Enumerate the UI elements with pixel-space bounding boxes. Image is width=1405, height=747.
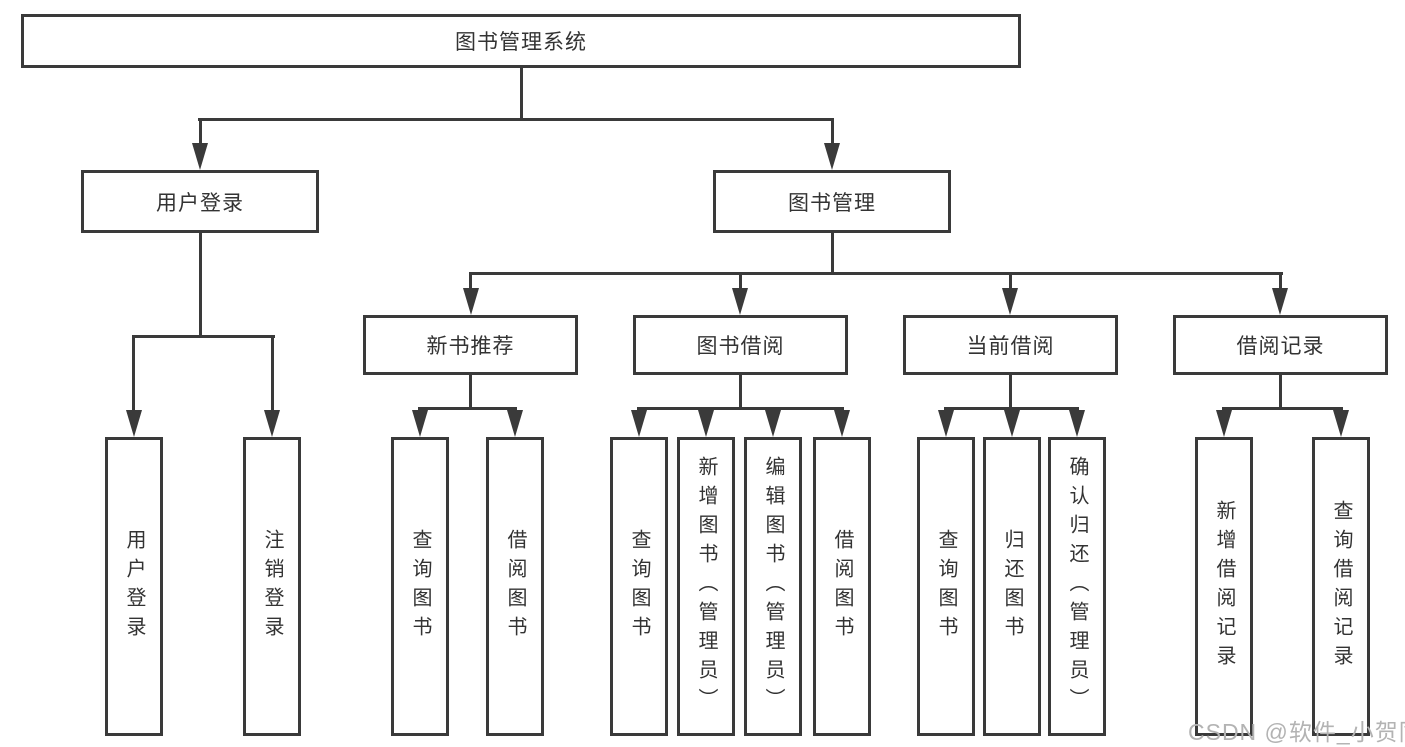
node-label: 用户登录 xyxy=(123,528,145,645)
node-label: 新增借阅记录 xyxy=(1213,499,1235,674)
node-label: 归还图书 xyxy=(1001,528,1023,645)
node-book-management: 图书管理 xyxy=(713,170,951,233)
connector-to-book-management xyxy=(831,121,834,145)
arrowhead-leaf xyxy=(698,410,714,437)
arrowhead-borrow-record xyxy=(1272,288,1288,315)
node-add-borrow-record: 新增借阅记录 xyxy=(1195,437,1253,736)
connector-new-book-stem xyxy=(469,375,472,410)
node-new-book-recommendation: 新书推荐 xyxy=(363,315,578,375)
arrowhead-leaf xyxy=(1333,410,1349,437)
arrowhead-leaf xyxy=(834,410,850,437)
connector-book-management-stem xyxy=(831,233,834,275)
node-library-management-system: 图书管理系统 xyxy=(21,14,1021,68)
node-label: 图书管理系统 xyxy=(455,31,587,54)
connector-to-book-borrow xyxy=(739,275,742,290)
node-return-books: 归还图书 xyxy=(983,437,1041,736)
node-logout-action: 注销登录 xyxy=(243,437,301,736)
node-label: 查询图书 xyxy=(628,528,650,645)
node-label: 用户登录 xyxy=(156,191,244,215)
node-book-borrowing: 图书借阅 xyxy=(633,315,848,375)
connector-to-current-borrow xyxy=(1009,275,1012,290)
connector-to-borrow-record xyxy=(1279,275,1282,290)
connector-book-borrow-stem xyxy=(739,375,742,410)
node-label: 注销登录 xyxy=(261,528,283,645)
node-borrow-books-action: 借阅图书 xyxy=(813,437,871,736)
connector-current-borrow-bar xyxy=(944,407,1079,410)
node-label: 图书管理 xyxy=(788,191,876,215)
arrowhead-leaf xyxy=(412,410,428,437)
arrowhead-leaf xyxy=(1004,410,1020,437)
arrowhead-logout-leaf xyxy=(264,410,280,437)
node-borrow-books-recommend: 借阅图书 xyxy=(486,437,544,736)
node-query-borrow-record: 查询借阅记录 xyxy=(1312,437,1370,736)
node-add-books-admin: 新增图书（管理员） xyxy=(677,437,735,736)
node-query-books-current: 查询图书 xyxy=(917,437,975,736)
arrowhead-login-leaf xyxy=(126,410,142,437)
arrowhead-leaf xyxy=(507,410,523,437)
csdn-watermark: CSDN @软件_小贺同学 xyxy=(1188,719,1405,745)
arrowhead-leaf xyxy=(938,410,954,437)
connector-user-login-bar xyxy=(132,335,275,338)
connector-borrow-record-stem xyxy=(1279,375,1282,410)
arrowhead-user-login xyxy=(192,143,208,170)
node-label: 当前借阅 xyxy=(966,335,1055,358)
node-label: 查询图书 xyxy=(935,528,957,645)
connector-level2-bar xyxy=(469,272,1283,275)
arrowhead-leaf xyxy=(631,410,647,437)
connector-to-user-login xyxy=(199,121,202,145)
connector-borrow-record-bar xyxy=(1222,407,1343,410)
node-current-borrowing: 当前借阅 xyxy=(903,315,1118,375)
node-confirm-return-admin: 确认归还（管理员） xyxy=(1048,437,1106,736)
connector-new-book-bar xyxy=(418,407,517,410)
node-user-login: 用户登录 xyxy=(81,170,319,233)
node-label: 查询图书 xyxy=(409,528,431,645)
connector-level1-bar xyxy=(198,118,834,121)
connector-book-borrow-bar xyxy=(637,407,844,410)
connector-to-login-leaf xyxy=(132,338,135,412)
node-borrowing-records: 借阅记录 xyxy=(1173,315,1388,375)
node-edit-books-admin: 编辑图书（管理员） xyxy=(744,437,802,736)
arrowhead-leaf xyxy=(1216,410,1232,437)
node-label: 查询借阅记录 xyxy=(1330,499,1352,674)
connector-to-logout-leaf xyxy=(271,338,274,412)
node-label: 确认归还（管理员） xyxy=(1066,456,1088,717)
node-label: 借阅图书 xyxy=(831,528,853,645)
connector-root-stem xyxy=(520,68,523,121)
node-query-books-borrow: 查询图书 xyxy=(610,437,668,736)
arrowhead-book-management xyxy=(824,143,840,170)
node-label: 编辑图书（管理员） xyxy=(762,456,784,717)
connector-current-borrow-stem xyxy=(1009,375,1012,410)
arrowhead-leaf xyxy=(1069,410,1085,437)
node-label: 新书推荐 xyxy=(426,335,515,358)
connector-to-new-book xyxy=(469,275,472,290)
arrowhead-current-borrow xyxy=(1002,288,1018,315)
node-label: 图书借阅 xyxy=(696,335,785,358)
node-user-login-action: 用户登录 xyxy=(105,437,163,736)
node-label: 借阅记录 xyxy=(1236,335,1325,358)
node-label: 借阅图书 xyxy=(504,528,526,645)
arrowhead-leaf xyxy=(765,410,781,437)
arrowhead-new-book xyxy=(463,288,479,315)
connector-user-login-stem xyxy=(199,233,202,338)
node-label: 新增图书（管理员） xyxy=(695,456,717,717)
node-query-books-recommend: 查询图书 xyxy=(391,437,449,736)
arrowhead-book-borrow xyxy=(732,288,748,315)
